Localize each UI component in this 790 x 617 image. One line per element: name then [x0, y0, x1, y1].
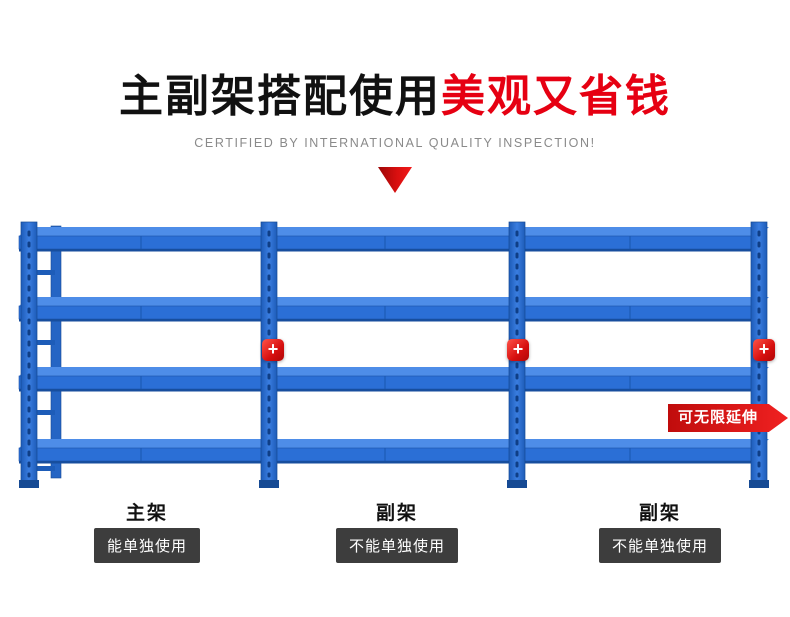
down-arrow-icon: [378, 167, 412, 193]
usage-badge-sub-2: 不能单独使用: [598, 528, 722, 563]
extend-ribbon: 可无限延伸: [668, 404, 788, 432]
plus-icon: +: [753, 339, 775, 361]
title-red: 美观又省钱: [441, 72, 671, 121]
subtitle: CERTIFIED BY INTERNATIONAL QUALITY INSPE…: [194, 136, 596, 150]
plus-icon: +: [507, 339, 529, 361]
usage-badge-sub-1: 不能单独使用: [335, 528, 459, 563]
rack-label-sub-2: 副架: [638, 503, 682, 524]
shelving-rack-illustration: [18, 221, 769, 488]
rack-label-sub-1: 副架: [375, 503, 419, 524]
page-title: 主副架搭配使用美观又省钱: [0, 60, 790, 124]
rack-label-main: 主架: [125, 503, 169, 524]
usage-badge-main: 能单独使用: [93, 528, 201, 563]
title-black: 主副架搭配使用: [119, 72, 441, 121]
plus-icon: +: [262, 339, 284, 361]
